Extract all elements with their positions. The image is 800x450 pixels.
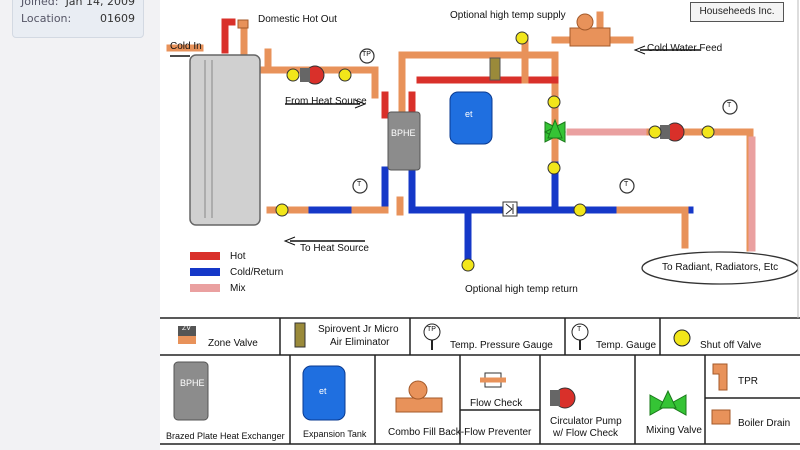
legend-circ-line2: w/ Flow Check <box>553 428 619 439</box>
legend-et-tag: et <box>319 386 327 396</box>
legend-mix-label: Mix <box>230 283 246 294</box>
legend-mixing-valve: Mixing Valve <box>646 425 702 436</box>
label-tp-gauge: TP <box>362 51 371 58</box>
legend-mix-swatch <box>190 284 220 292</box>
label-from-heat-source: From Heat Source <box>285 96 367 107</box>
legend-temp-gauge: Temp. Gauge <box>596 340 657 351</box>
location-value: 01609 <box>100 12 135 25</box>
hot-out-pipe <box>221 18 236 54</box>
legend-t-tag: T <box>577 326 582 333</box>
label-to-radiant: To Radiant, Radiators, Etc <box>662 262 779 273</box>
legend-hot-swatch <box>190 252 220 260</box>
legend-circ-line1: Circulator Pump <box>550 416 622 427</box>
water-heater-tank <box>189 54 261 226</box>
bphe-unit <box>387 111 421 171</box>
label-t-gauge-right: T <box>727 102 732 109</box>
circulator-pump-right <box>660 122 685 142</box>
legend-tpr: TPR <box>738 376 758 387</box>
joined-value: Jan 14, 2009 <box>65 0 135 8</box>
legend-spirovent-line2: Air Eliminator <box>330 337 390 348</box>
legend-tp-tag: TP <box>427 326 436 333</box>
user-profile-card: Joined: Jan 14, 2009 Location: 01609 <box>12 0 144 38</box>
label-optional-high-temp-return: Optional high temp return <box>465 284 578 295</box>
circulator-pump-top <box>300 65 325 85</box>
label-optional-high-temp-supply: Optional high temp supply <box>450 10 566 21</box>
legend-cold-label: Cold/Return <box>230 267 284 278</box>
legend-cold-swatch <box>190 268 220 276</box>
plumbing-diagram-image: Househeeds Inc. Domestic Hot Out Cold In… <box>160 0 800 450</box>
legend-bphe-tag: BPHE <box>180 378 205 388</box>
brand-label: Househeeds Inc. <box>690 2 784 22</box>
location-label: Location: <box>21 12 72 25</box>
legend-zone-valve: Zone Valve <box>208 338 258 349</box>
legend-expansion-tank: Expansion Tank <box>303 429 367 439</box>
legend-temp-pressure-gauge: Temp. Pressure Gauge <box>450 340 553 351</box>
label-to-heat-source: To Heat Source <box>300 243 369 254</box>
legend-spirovent-line1: Spirovent Jr Micro <box>318 324 399 335</box>
label-bphe: BPHE <box>391 128 416 138</box>
legend-boiler-drain: Boiler Drain <box>738 418 791 429</box>
label-t-gauge-left: T <box>357 181 362 188</box>
legend-shut-off-valve: Shut off Valve <box>700 340 762 351</box>
label-domestic-hot-out: Domestic Hot Out <box>258 14 337 25</box>
legend-flow-check: Flow Check <box>470 398 523 409</box>
label-t-gauge-return: T <box>624 181 629 188</box>
diagram-drawing <box>160 0 800 445</box>
label-et: et <box>465 109 473 119</box>
joined-label: Joined: <box>21 0 59 8</box>
legend-bphe: Brazed Plate Heat Exchanger <box>166 431 285 441</box>
label-cold-in: Cold In <box>170 41 202 52</box>
label-cold-water-feed: Cold Water Feed <box>647 43 723 54</box>
legend-hot-label: Hot <box>230 251 246 262</box>
legend-combo-fill: Combo Fill Back-Flow Preventer <box>388 427 532 438</box>
legend-zv-tag: ZV <box>182 325 191 332</box>
expansion-tank <box>449 91 493 145</box>
